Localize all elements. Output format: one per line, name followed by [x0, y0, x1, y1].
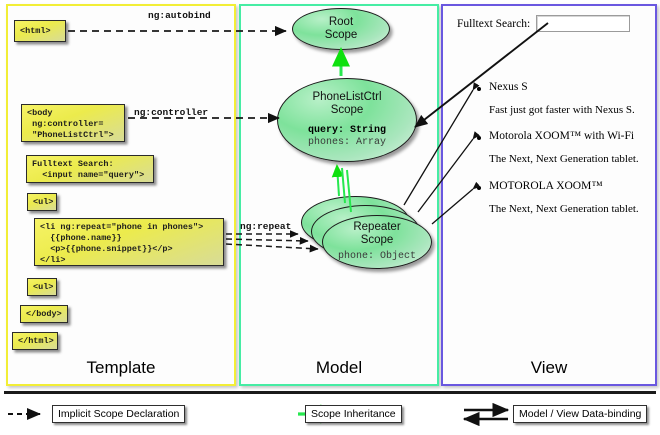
scope-repeater-title-2: Scope: [360, 234, 394, 247]
view-item-name-0: Nexus S: [489, 81, 528, 93]
scope-phonelistctrl-prop-query: query: String: [307, 125, 386, 137]
scope-root: Root Scope: [292, 8, 390, 50]
view-bullet-0: [477, 87, 481, 91]
scope-root-title-2: Scope: [324, 29, 358, 41]
legend-scope-inheritance: Scope Inheritance: [305, 405, 402, 423]
code-box-body-open: <body ng:controller= "PhoneListCtrl">: [21, 104, 125, 142]
code-box-fulltext-search: Fulltext Search: <input name="query">: [26, 155, 154, 183]
panel-view: View: [441, 4, 657, 386]
view-bullet-1: [477, 136, 481, 140]
scope-phonelistctrl-title-1: PhoneListCtrl: [312, 91, 382, 104]
panel-model: Model: [239, 4, 439, 386]
code-box-body-close: </body>: [20, 305, 68, 323]
scope-phonelistctrl-prop-phones: phones: Array: [307, 136, 386, 148]
scope-repeater-prop-phone: phone: Object: [337, 250, 416, 262]
view-search-label: Fulltext Search:: [457, 18, 531, 30]
scope-phonelistctrl: PhoneListCtrl Scope query: String phones…: [277, 78, 417, 162]
panel-template-label: Template: [86, 358, 156, 377]
view-item-snippet-2: The Next, Next Generation tablet.: [489, 203, 639, 215]
legend-divider: [4, 391, 656, 394]
edge-label-controller: ng:controller: [134, 107, 209, 118]
code-box-li-repeat: <li ng:repeat="phone in phones"> {{phone…: [34, 218, 224, 266]
legend-model-view-data-binding: Model / View Data-binding: [513, 405, 648, 423]
view-item-snippet-0: Fast just got faster with Nexus S.: [489, 104, 635, 116]
panel-view-label: View: [530, 358, 568, 377]
view-search-input[interactable]: [536, 15, 630, 32]
code-box-html-close: </html>: [12, 332, 58, 350]
view-bullet-2: [477, 186, 481, 190]
code-box-ul-close: <ul>: [27, 278, 57, 296]
edge-label-autobind: ng:autobind: [148, 10, 211, 21]
view-item-snippet-1: The Next, Next Generation tablet.: [489, 153, 639, 165]
scope-repeater: Repeater Scope phone: Object: [322, 215, 432, 269]
edge-label-repeat: ng:repeat: [240, 221, 292, 232]
view-item-name-2: MOTOROLA XOOM™: [489, 180, 603, 192]
scope-phonelistctrl-title-2: Scope: [330, 104, 364, 117]
code-box-ul-open: <ul>: [27, 193, 57, 211]
view-item-name-1: Motorola XOOM™ with Wi-Fi: [489, 130, 635, 142]
scope-repeater-title-1: Repeater: [353, 221, 401, 234]
code-box-html-open: <html>: [14, 20, 66, 42]
legend-implicit-scope-declaration: Implicit Scope Declaration: [52, 405, 186, 423]
panel-model-label: Model: [315, 358, 363, 377]
scope-root-title-1: Root: [328, 16, 354, 29]
